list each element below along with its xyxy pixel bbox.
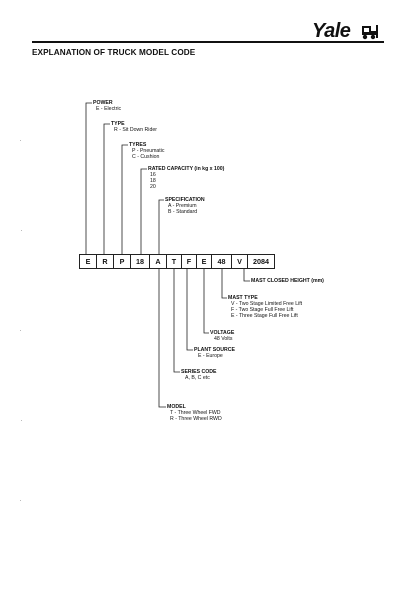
header-rule: [32, 41, 384, 43]
voltage-item: 48 Volts: [214, 336, 233, 342]
yale-logo: Yale: [312, 20, 351, 42]
mast-type-item: F - Two Stage Full Free Lift: [231, 307, 294, 313]
mast-height-label: MAST CLOSED HEIGHT (mm): [251, 278, 324, 284]
scan-speck: [21, 230, 22, 231]
specification-item: A - Premium: [168, 203, 197, 209]
scan-speck: [21, 420, 22, 421]
model-item: R - Three Wheel RWD: [170, 416, 222, 422]
model-item: T - Three Wheel FWD: [170, 410, 221, 416]
type-item: R - Sit Down Rider: [114, 127, 157, 133]
code-box-model: T: [166, 254, 182, 269]
mast-type-item: E - Three Stage Full Free Lift: [231, 313, 298, 319]
code-box-capacity: 18: [130, 254, 150, 269]
power-label: POWER: [93, 100, 113, 106]
series-code-item: A, B, C etc: [185, 375, 210, 381]
power-item: E - Electric: [96, 106, 122, 112]
code-box-plant: E: [196, 254, 212, 269]
code-box-mast-type: V: [231, 254, 248, 269]
voltage-label: VOLTAGE: [210, 330, 235, 336]
plant-source-label: PLANT SOURCE: [194, 347, 235, 353]
code-box-tyres: P: [113, 254, 131, 269]
scan-speck: [20, 330, 21, 331]
specification-item: B - Standard: [168, 209, 198, 215]
scan-speck: [20, 500, 21, 501]
capacity-label: RATED CAPACITY (in kg x 100): [148, 166, 225, 172]
code-box-specification: A: [149, 254, 167, 269]
plant-source-item: E - Europe: [198, 353, 223, 359]
code-box-power: E: [79, 254, 97, 269]
scan-speck: [20, 140, 21, 141]
tyres-item: C - Cushion: [132, 154, 160, 160]
mast-type-label: MAST TYPE: [228, 295, 258, 301]
page-title: EXPLANATION OF TRUCK MODEL CODE: [32, 48, 196, 57]
capacity-item: 16: [150, 172, 156, 178]
code-box-series: F: [181, 254, 197, 269]
mast-type-item: V - Two Stage Limited Free Lift: [231, 301, 303, 307]
specification-label: SPECIFICATION: [165, 197, 205, 203]
series-code-label: SERIES CODE: [181, 369, 217, 375]
code-box-type: R: [96, 254, 114, 269]
tyres-item: P - Pneumatic: [132, 148, 165, 154]
type-label: TYPE: [111, 121, 125, 127]
capacity-item: 20: [150, 184, 156, 190]
code-box-mast-height: 2084: [247, 254, 275, 269]
model-label: MODEL: [167, 404, 186, 410]
tyres-label: TYRES: [129, 142, 147, 148]
forklift-icon: [362, 25, 378, 40]
code-box-voltage: 48: [211, 254, 232, 269]
capacity-item: 18: [150, 178, 156, 184]
